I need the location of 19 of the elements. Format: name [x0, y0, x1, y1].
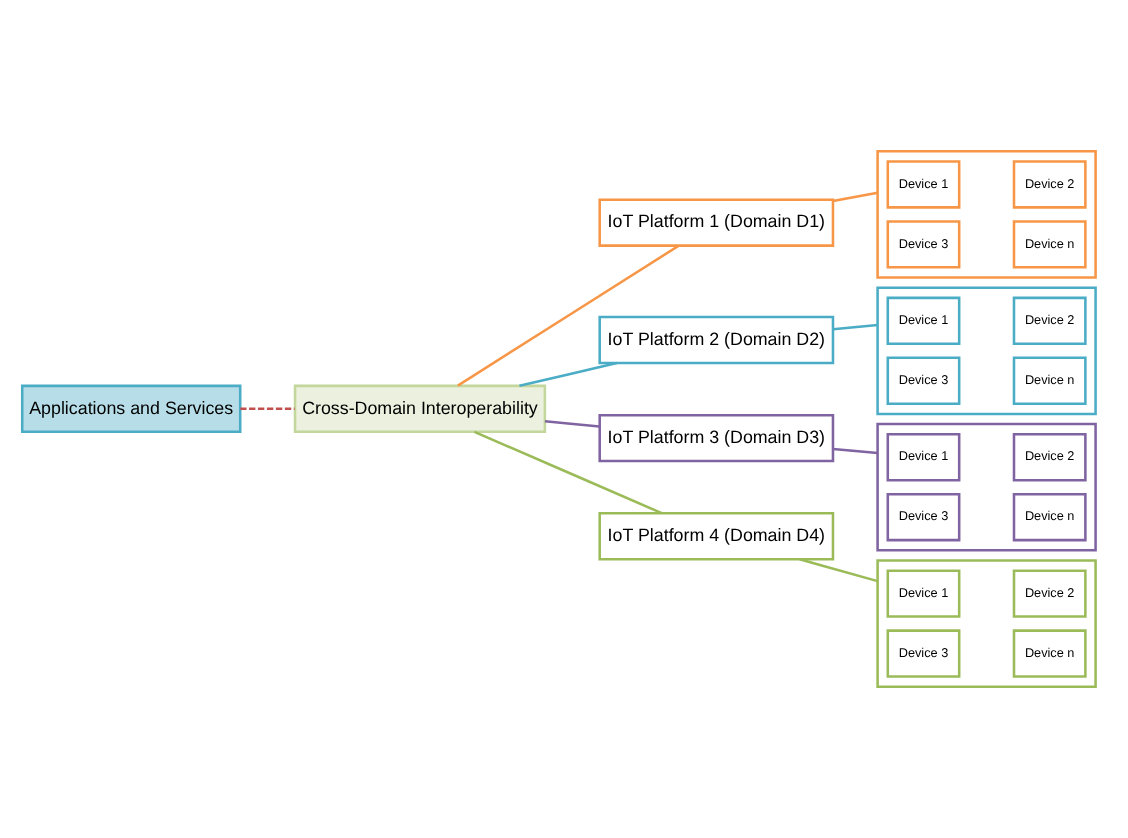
- connector: [832, 447, 878, 455]
- node-box: IoT Platform 1 (Domain D1): [598, 198, 835, 247]
- connector: [799, 558, 878, 583]
- connector: [544, 419, 600, 428]
- cluster: [876, 559, 1097, 688]
- node-box: IoT Platform 2 (Domain D2): [598, 315, 835, 365]
- connector: [240, 407, 295, 411]
- connector: [473, 430, 663, 515]
- node-box: IoT Platform 4 (Domain D4): [598, 512, 835, 561]
- connector: [519, 361, 618, 388]
- connector: [832, 191, 878, 203]
- connector: [832, 323, 878, 331]
- cluster: [876, 286, 1097, 416]
- node-box: Applications and Services: [20, 384, 242, 434]
- cluster: [876, 422, 1097, 552]
- node-box: Cross-Domain Interoperability: [293, 384, 547, 434]
- node-box: IoT Platform 3 (Domain D3): [598, 413, 835, 463]
- cluster: [876, 150, 1097, 279]
- connector: [457, 244, 680, 387]
